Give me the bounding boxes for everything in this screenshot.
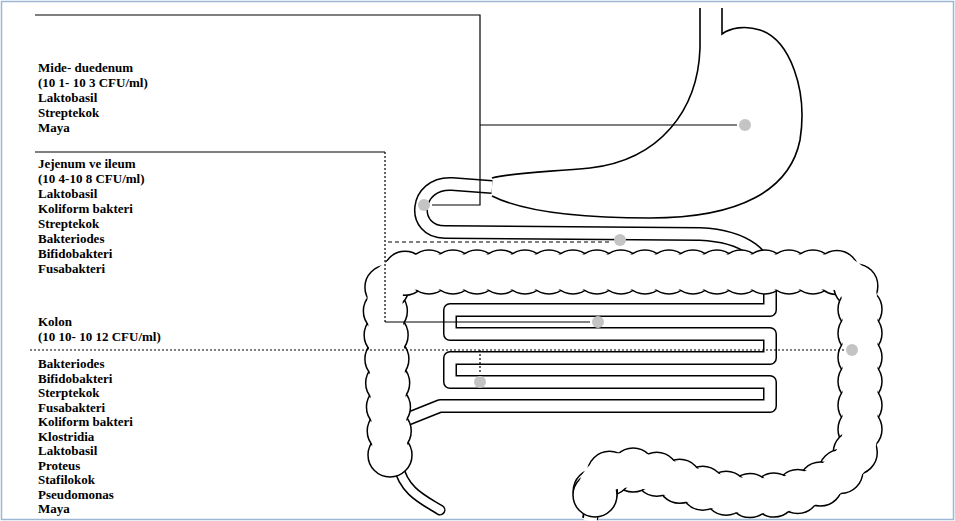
label-slot: (10 10- 10 12 CFU/ml)	[38, 329, 161, 344]
label-slot: Fusabakteri	[38, 261, 105, 276]
label-slot: Maya	[38, 120, 70, 135]
organism-name: Laktobasil	[38, 443, 97, 458]
label-slot: Sterptekok	[38, 385, 99, 400]
site-dot	[418, 199, 430, 211]
small-intestine-outline	[405, 184, 770, 420]
region-name: Jejenum ve ileum	[38, 156, 135, 171]
label-slot: Streptekok	[38, 105, 99, 120]
label-slot: Proteus	[38, 458, 80, 473]
stomach-outline	[492, 8, 802, 218]
label-slot: Maya	[38, 501, 70, 516]
organism-name: Sterptekok	[38, 385, 99, 400]
site-dot	[846, 344, 858, 356]
organism-name: Klostridia	[38, 429, 94, 444]
leader-line	[35, 151, 385, 152]
label-slot: Laktobasil	[38, 443, 97, 458]
colon-lumen	[385, 272, 860, 496]
organism-name: Streptekok	[38, 216, 99, 231]
organism-name: Proteus	[38, 458, 80, 473]
colon-outline	[363, 250, 882, 518]
site-dot	[474, 376, 486, 388]
label-slot: (10 1- 10 3 CFU/ml)	[38, 75, 148, 90]
site-dots	[418, 119, 858, 388]
label-slot: Koliform bakteri	[38, 201, 133, 216]
label-slot: Pseudomonas	[38, 487, 114, 502]
leader-line	[30, 349, 844, 350]
bacteria-count: (10 10- 10 12 CFU/ml)	[38, 329, 161, 344]
stomach-fill	[492, 8, 802, 218]
organism-name: Maya	[38, 120, 70, 135]
leader-lines	[30, 15, 844, 374]
label-slot: Laktobasil	[38, 90, 97, 105]
organism-name: Maya	[38, 501, 70, 516]
organism-name: Koliform bakteri	[38, 201, 133, 216]
organism-name: Laktobasil	[38, 186, 97, 201]
organism-name: Stafilokok	[38, 472, 95, 487]
small-intestine-lumen	[405, 184, 770, 420]
organism-name: Streptekok	[38, 105, 99, 120]
label-slot: Bakteriodes	[38, 231, 104, 246]
leader-line	[385, 321, 590, 322]
organism-name: Bifidobakteri	[38, 246, 112, 261]
organism-name: Laktobasil	[38, 90, 97, 105]
label-slot: Laktobasil	[38, 186, 97, 201]
bacteria-count: (10 1- 10 3 CFU/ml)	[38, 75, 148, 90]
organism-name: Bakteriodes	[38, 231, 104, 246]
label-slot: Bifidobakteri	[38, 246, 112, 261]
organism-name: Koliform bakteri	[38, 414, 133, 429]
colon-guide	[385, 272, 860, 496]
label-slot: Koliform bakteri	[38, 414, 133, 429]
label-slot: Mide- duedenum	[38, 60, 133, 75]
leader-line	[388, 241, 612, 242]
label-slot: Bifidobakteri	[38, 371, 112, 386]
label-slot: (10 4-10 8 CFU/ml)	[38, 171, 145, 186]
organism-name: Fusabakteri	[38, 400, 105, 415]
organism-name: Fusabakteri	[38, 261, 105, 276]
bacteria-count: (10 4-10 8 CFU/ml)	[38, 171, 145, 186]
organism-name: Pseudomonas	[38, 487, 114, 502]
label-slot: Jejenum ve ileum	[38, 156, 135, 171]
region-name: Kolon	[38, 314, 72, 329]
region-name: Mide- duedenum	[38, 60, 133, 75]
leader-line	[35, 15, 480, 205]
organism-name: Bakteriodes	[38, 356, 104, 371]
label-slot: Stafilokok	[38, 472, 95, 487]
label-slot: Fusabakteri	[38, 400, 105, 415]
organism-name: Bifidobakteri	[38, 371, 112, 386]
label-slot: Klostridia	[38, 429, 94, 444]
leader-line	[480, 124, 737, 125]
leader-line	[384, 152, 385, 322]
label-slot: Bakteriodes	[38, 356, 104, 371]
site-dot	[592, 316, 604, 328]
label-slot: Kolon	[38, 314, 72, 329]
site-dot	[614, 234, 626, 246]
leader-line	[479, 350, 480, 374]
label-slot: Streptekok	[38, 216, 99, 231]
site-dot	[739, 119, 751, 131]
